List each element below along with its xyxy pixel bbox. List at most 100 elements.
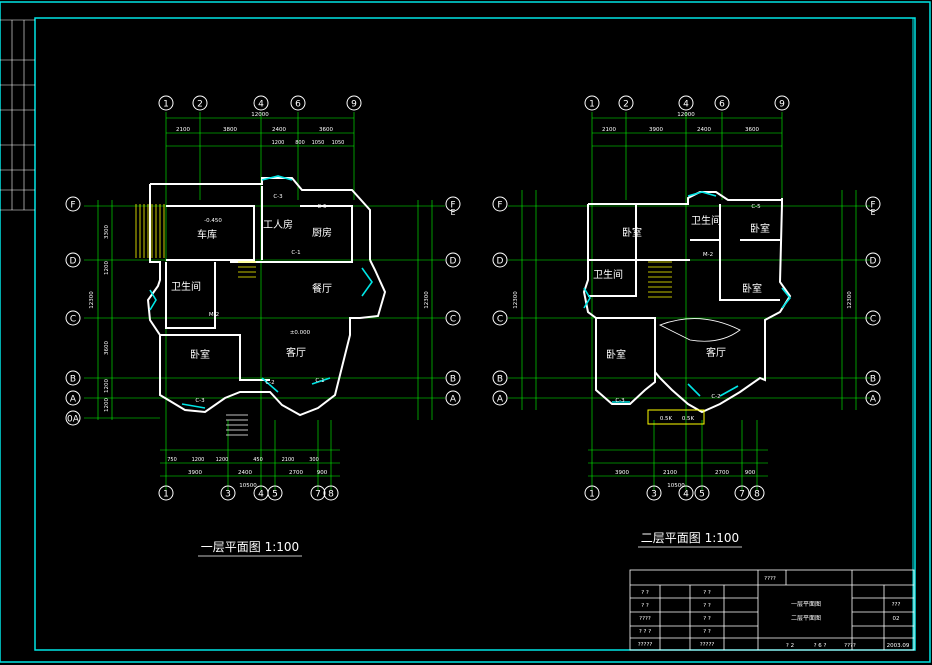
plan2-grid-bubble-bottom-label: 3 [651, 490, 657, 500]
plan2-room-label: 客厅 [706, 346, 726, 359]
plan2-annotation: M-2 [703, 252, 713, 258]
plan2-grid-bubble-bottom [734, 485, 750, 501]
titleblock-name-2: 二层平面图 [791, 615, 821, 622]
titleblock-date: 2003.09 [887, 643, 910, 649]
plan1-windows [149, 175, 373, 409]
plan1-annotation: -0.450 [204, 218, 222, 224]
plan2-grid-bubble-bottom [678, 485, 694, 501]
plan1-dim-left: 1200 [104, 398, 110, 412]
titleblock-header: ???? [764, 576, 776, 582]
titleblock-mid-mark: ? ? [703, 603, 711, 609]
plan1-grid-bubble-bottom-label: 3 [225, 490, 231, 500]
plan1-dim-top: 3800 [223, 127, 237, 133]
plan2-total-side-right: 12300 [847, 291, 853, 309]
plan1-annotation: ±0.000 [290, 330, 311, 336]
plan1-dim-bottom2: 450 [253, 457, 263, 463]
plan1-grid-bubble-left [65, 196, 81, 212]
plan1-dim-bottom2: 2100 [282, 457, 295, 463]
plan2-grid-bubble-bottom [646, 485, 662, 501]
plan2-grid-bubble-left-label: D [497, 257, 504, 267]
plan2-annotation: C-2 [711, 394, 720, 400]
plan1-grid-bubble-bottom-label: 5 [272, 490, 278, 500]
plan2-grid-bubble-left-label: B [497, 375, 503, 385]
plan1-garage-ramp [135, 204, 256, 278]
plan2-total-bottom: 10500 [667, 483, 685, 489]
plan1-grid-bubble-left [65, 390, 81, 406]
plan1-entry-steps [226, 414, 248, 436]
plan1-grid-bubble-top [290, 95, 306, 111]
plan1-grid-bubble-left [65, 410, 81, 426]
plan1-dim-top2: 1200 [272, 140, 285, 146]
plan1-grid-bubble-bottom [310, 485, 326, 501]
plan1-dim-bottom: 900 [317, 470, 328, 476]
plan2-windows [583, 191, 792, 403]
plan2-grid-bubble-bottom [584, 485, 600, 501]
second-floor-plan [508, 112, 870, 490]
plan1-grid-bubble-top-label: 9 [351, 100, 357, 110]
plan2-grid-bubble-left-label: A [497, 395, 504, 405]
plan1-annotation: C-1 [315, 378, 324, 384]
plan2-grid-bubble-right [865, 196, 881, 212]
plan1-annotation: C-5 [317, 204, 327, 210]
plan2-annotation: 0.5K [660, 416, 673, 422]
plan1-grid-bubble-left-label: A [70, 395, 77, 405]
plan2-grid-bubble-right-label: D [870, 257, 877, 267]
plan1-grid-bubble-top [346, 95, 362, 111]
plan2-grid-bubble-bottom [694, 485, 710, 501]
plan2-grid-bubble-right [865, 390, 881, 406]
plan1-dim-top: 2100 [176, 127, 190, 133]
plan2-grid-bubble-bottom-label: 7 [739, 490, 745, 500]
plan2-grid-bubble-right-label: C [870, 315, 876, 325]
plan1-grid-bubble-left-label: C [70, 315, 76, 325]
plan1-grid-bubble-left-label: D [70, 257, 77, 267]
plan2-grid-bubble-top [774, 95, 790, 111]
plan1-grid-bubble-top [192, 95, 208, 111]
plan1-room-label: 厨房 [312, 226, 332, 239]
plan2-total-side: 12300 [513, 291, 519, 309]
plan1-dim-bottom: 3900 [188, 470, 202, 476]
plan1-dim-left: 1200 [104, 261, 110, 275]
plan1-grid-bubble-right [445, 252, 461, 268]
plan2-dim-bottom: 2700 [715, 470, 729, 476]
plan1-annotation: M-2 [209, 312, 219, 318]
plan2-grid-bubble-top [678, 95, 694, 111]
plan2-dim-bottom: 2100 [663, 470, 677, 476]
plan2-stair [647, 261, 705, 425]
titleblock-row-mark: ? ? [641, 590, 649, 596]
plan2-title: 二层平面图 1:100 [641, 531, 739, 545]
plan1-dim-bottom: 2400 [238, 470, 252, 476]
titleblock-bottom-mark: ???? [844, 643, 856, 649]
plan1-dim-left: 3300 [104, 225, 110, 239]
plan1-annotation: C-1 [291, 250, 300, 256]
plan2-dim-bottom: 900 [745, 470, 756, 476]
plan2-void-curve [659, 318, 741, 342]
plan1-dim-top2: 1050 [332, 140, 345, 146]
plan2-total-top: 12000 [677, 112, 695, 118]
plan1-grid-bubble-top-label: 6 [295, 100, 301, 110]
plan1-grid-bubble-right-label: C [450, 315, 456, 325]
plan1-dim-bottom2: 300 [309, 457, 319, 463]
plan1-grid-bubble-bottom-label: 7 [315, 490, 321, 500]
plan2-grid-lines [508, 112, 870, 490]
plan1-walls [146, 177, 387, 417]
plan2-grid-bubble-left [492, 390, 508, 406]
plan2-annotation: C-5 [751, 204, 761, 210]
plan2-grid-bubble-bottom-label: 4 [683, 490, 689, 500]
plan1-grid-bubble-bottom [220, 485, 236, 501]
plan1-annotation: C-3 [273, 194, 283, 200]
plan2-room-label: 卫生间 [691, 214, 721, 227]
plan1-grid-bubble-right [445, 196, 461, 212]
plan2-dim-top: 3900 [649, 127, 663, 133]
plan2-annotation: C-3 [615, 398, 625, 404]
plan1-grid-bubble-left-label: B [70, 375, 76, 385]
plan1-grid-bubble-bottom [267, 485, 283, 501]
plan2-grid-bubble-right-label: F [870, 201, 875, 211]
plan2-grid-bubble-left [492, 196, 508, 212]
titleblock-sheet-no: 02 [893, 616, 900, 622]
titleblock-bottom-mark: ? 2 [786, 643, 794, 649]
plan2-grid-bubble-bottom-label: 1 [589, 490, 595, 500]
titleblock-row-mark: ???? [639, 616, 651, 622]
plan2-grid-bubble-top [584, 95, 600, 111]
plan2-grid-bubble-top-label: 6 [719, 100, 725, 110]
